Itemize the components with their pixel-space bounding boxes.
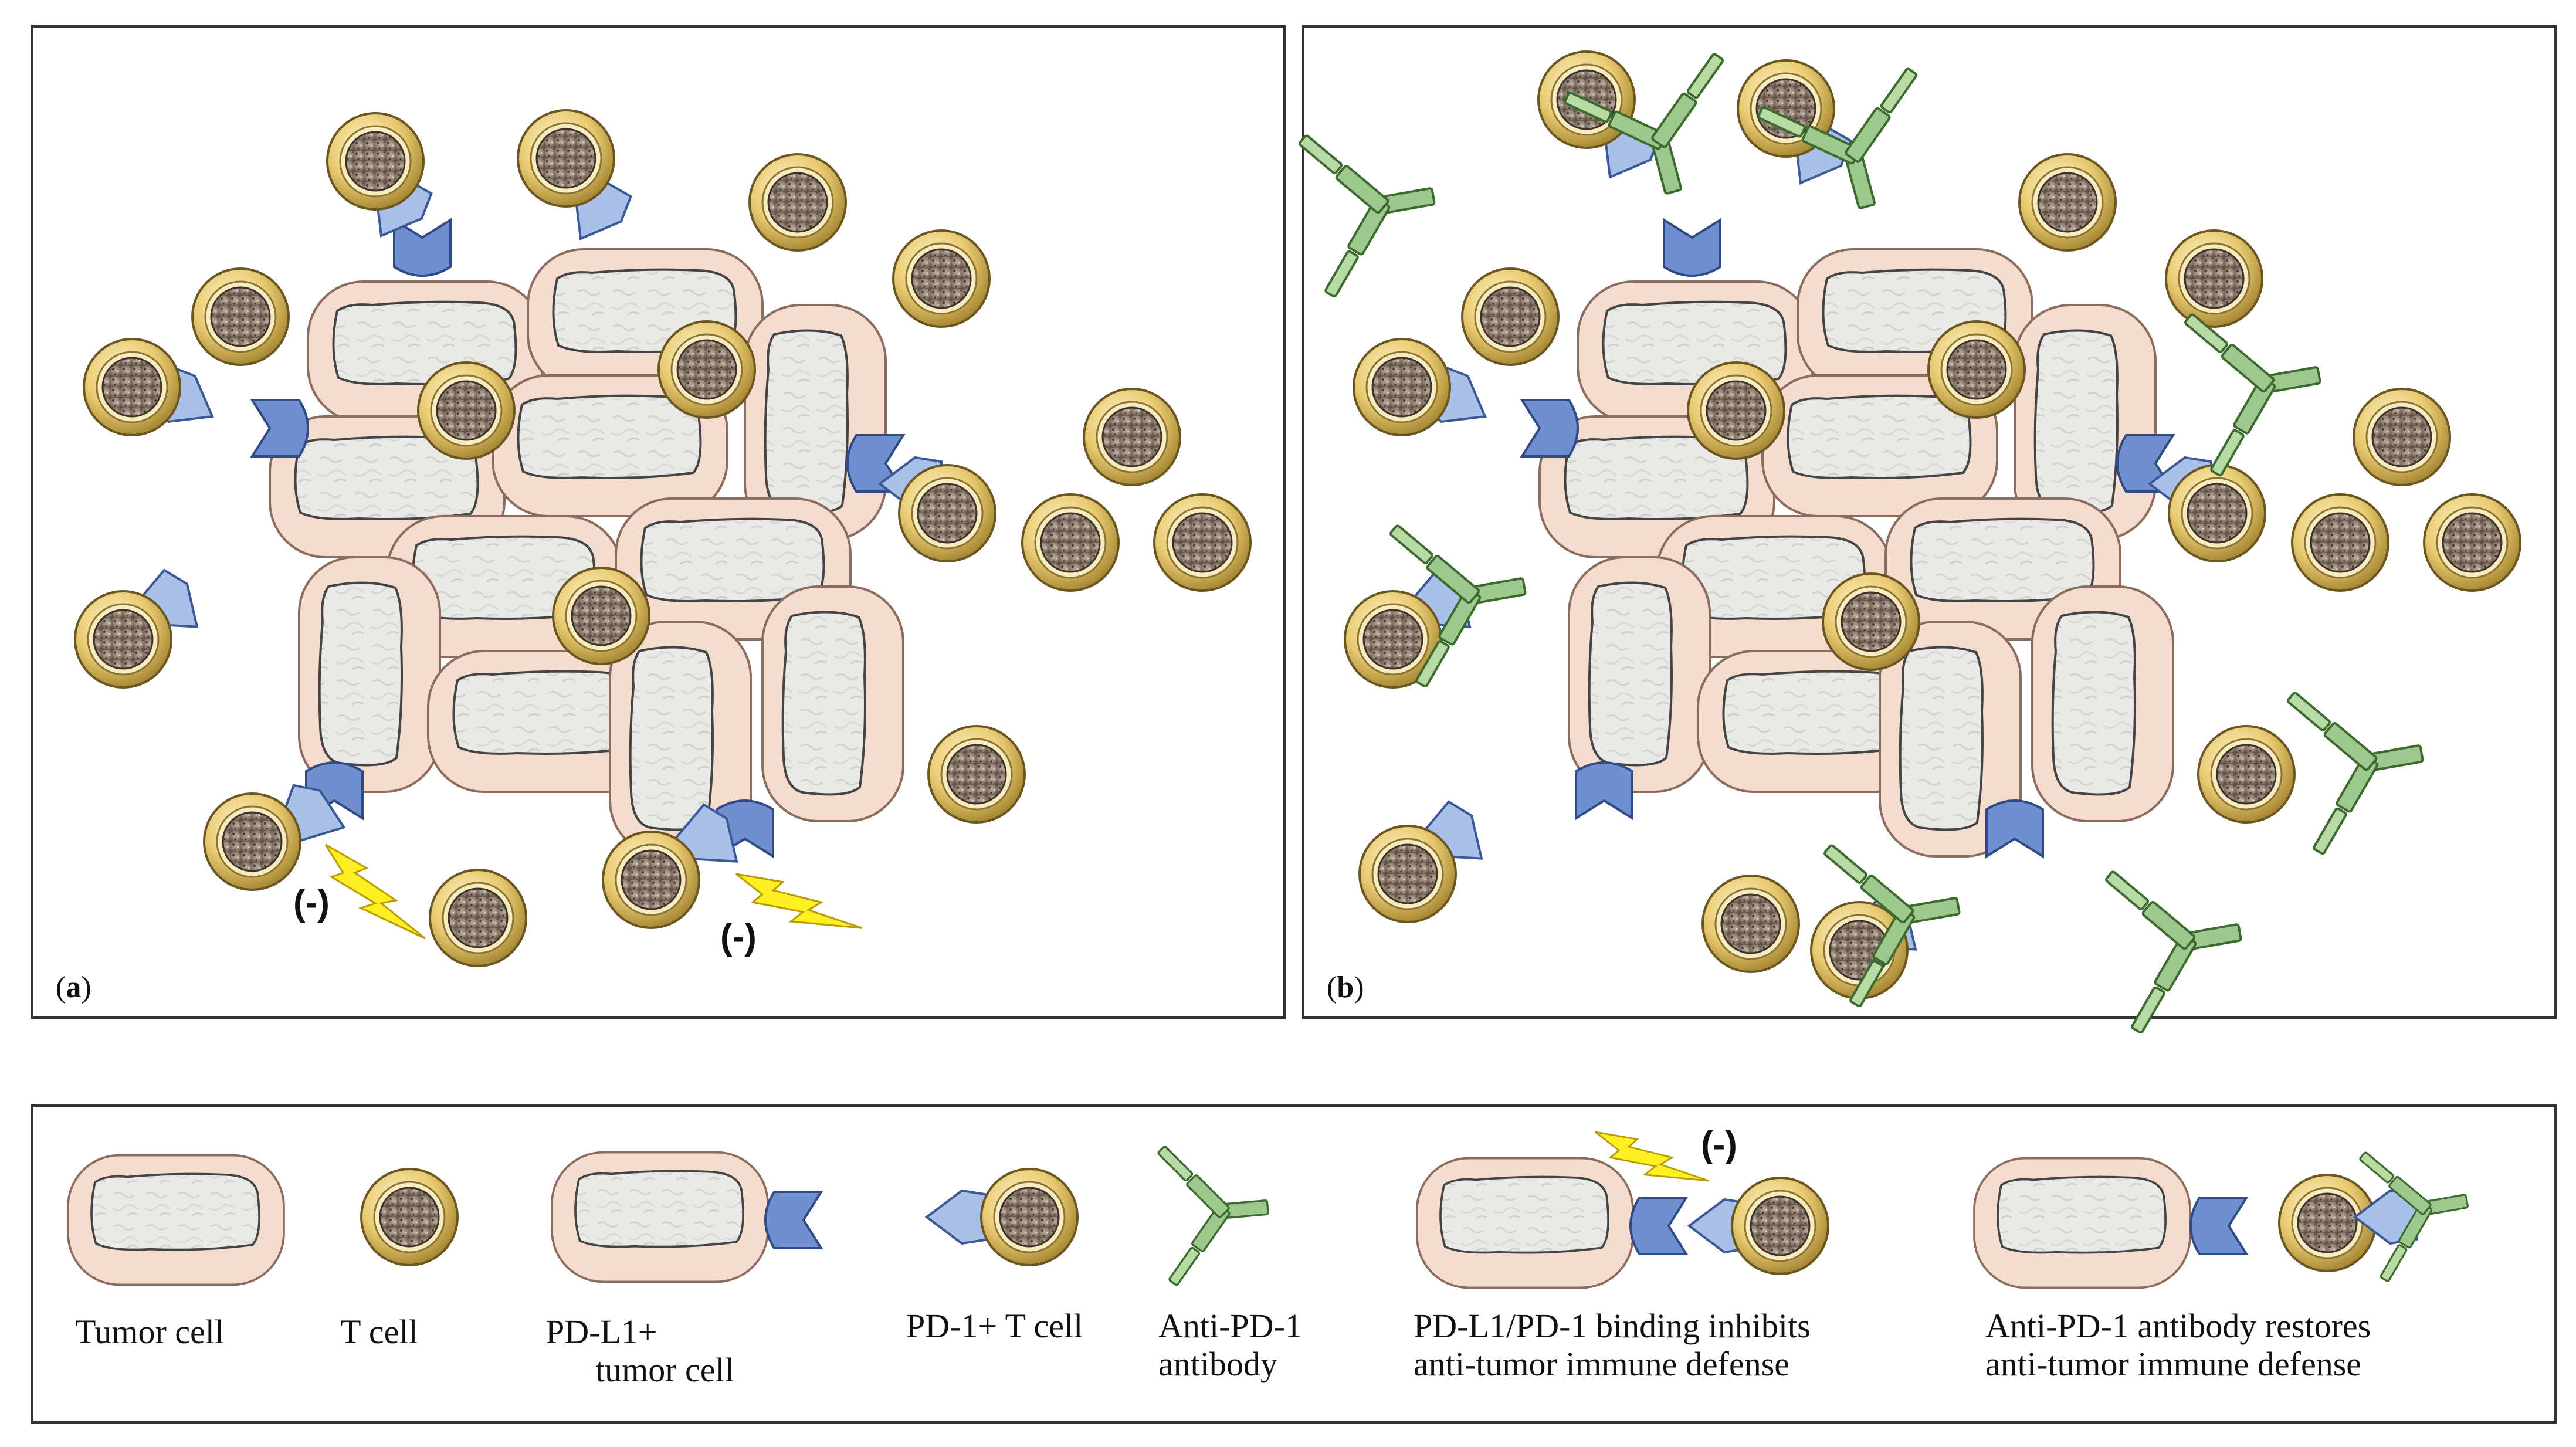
t-cell — [360, 1168, 459, 1266]
t-cell — [417, 361, 516, 460]
t-cell — [892, 229, 991, 328]
t-cell — [1701, 875, 1800, 973]
t-cell — [898, 464, 996, 562]
legend-label: Anti-PD-1 antibody — [1158, 1307, 1310, 1383]
t-cell — [191, 267, 290, 366]
legend-label: T cell — [340, 1313, 418, 1351]
t-cell — [429, 869, 527, 967]
tumor-cell — [551, 1151, 769, 1283]
t-cell — [657, 320, 756, 419]
legend-label: PD-1+ T cell — [906, 1307, 1083, 1345]
legend-label: Anti-PD-1 antibody restores anti-tumor i… — [1985, 1307, 2380, 1383]
t-cell — [1021, 493, 1120, 592]
legend-pd-1-t-cell: PD-1+ T cell — [906, 1168, 1083, 1345]
tumor-cell — [298, 556, 441, 793]
t-cell — [517, 109, 615, 208]
inhibition-mark: (-) — [720, 917, 757, 957]
legend-t-cell: T cell — [340, 1168, 459, 1351]
panel-b-label: (b) — [1327, 971, 1364, 1004]
t-cell — [552, 567, 650, 665]
legend-label: PD-L1+ tumor cell — [545, 1313, 734, 1389]
inhibition-mark: (-) — [1701, 1124, 1737, 1165]
inhibition-mark: (-) — [293, 883, 330, 923]
t-cell — [74, 590, 172, 689]
tumor-cell — [1973, 1157, 2191, 1289]
legend-tumor-cell: Tumor cell — [67, 1154, 285, 1351]
t-cell — [602, 831, 700, 929]
t-cell — [2165, 229, 2263, 328]
tumor-cell — [67, 1154, 285, 1286]
t-cell — [980, 1168, 1079, 1266]
t-cell — [1083, 388, 1181, 486]
t-cell — [2018, 153, 2117, 252]
tumor-cluster — [1538, 248, 2174, 858]
t-cell — [83, 338, 181, 436]
t-cell — [2353, 388, 2451, 486]
t-cell — [927, 725, 1026, 824]
t-cell — [1358, 825, 1457, 923]
tumor-cell — [1416, 1157, 1634, 1289]
t-cell — [1353, 338, 1451, 436]
panel-a: (-) (-) (a) — [31, 25, 1286, 1019]
t-cell — [748, 153, 847, 252]
legend-anti-pd-1-antibody: Anti-PD-1 antibody — [1156, 1136, 1310, 1383]
legend-label: Tumor cell — [75, 1313, 224, 1351]
legend-antibody-restores: Anti-PD-1 antibody restores anti-tumor i… — [1973, 1135, 2480, 1383]
t-cell — [1731, 1177, 1829, 1275]
t-cell — [1153, 493, 1252, 592]
t-cell — [1461, 267, 1560, 366]
t-cell — [1822, 572, 1920, 671]
t-cell — [326, 112, 425, 211]
panel-a-label: (a) — [56, 971, 91, 1004]
t-cell — [203, 792, 301, 891]
legend: Tumor cell T cell PD-L1+ tumor cell PD-1… — [31, 1100, 2557, 1424]
t-cell — [1927, 320, 2026, 419]
t-cell — [1687, 361, 1785, 460]
t-cell — [2291, 493, 2389, 592]
tumor-cell — [761, 585, 904, 822]
tumor-cell — [1568, 556, 1711, 793]
t-cell — [2168, 464, 2266, 562]
tumor-cluster — [269, 248, 904, 858]
panel-b: (b) — [1296, 25, 2557, 1036]
legend-pd-l1-tumor-cell: PD-L1+ tumor cell — [545, 1151, 822, 1389]
tumor-cell — [2031, 585, 2174, 822]
inhibition-signals: (-) (-) — [293, 839, 863, 963]
legend-label: PD-L1/PD-1 binding inhibits anti-tumor i… — [1414, 1307, 1819, 1383]
t-cell — [2197, 725, 2296, 824]
legend-binding-inhibits: (-) PD-L1/PD-1 binding inhibits anti-tum… — [1414, 1100, 1829, 1383]
t-cell — [2423, 493, 2521, 592]
